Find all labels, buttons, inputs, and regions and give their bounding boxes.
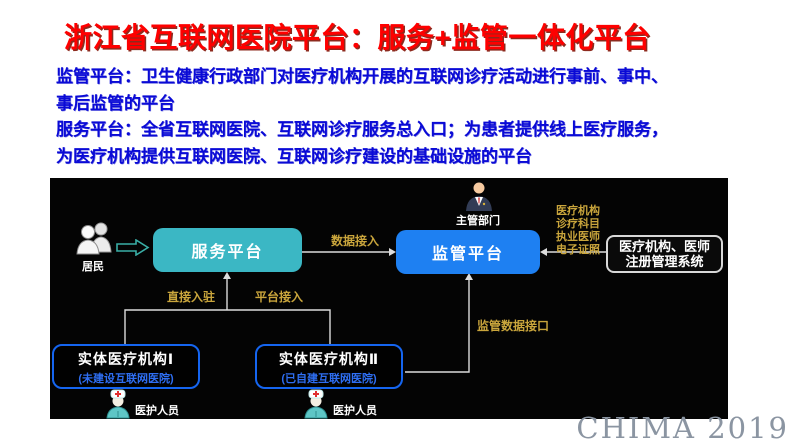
description-line: 事后监管的平台 <box>56 93 175 113</box>
service-platform-label: 服务平台 <box>191 244 264 261</box>
edge-label-registration-items: 医疗机构 诊疗科目 执业医师 电子证照 <box>556 205 600 257</box>
edge-label-supervision-data-interface: 监管数据接口 <box>477 319 550 333</box>
institution-2-node: 实体医疗机构Ⅱ (已自建互联网医院) <box>255 344 403 389</box>
description-line: 服务平台：全省互联网医院、互联网诊疗服务总入口；为患者提供线上医疗服务， <box>56 120 668 139</box>
medical-staff-1-actor <box>104 389 132 424</box>
supervision-platform-label: 监管平台 <box>431 246 504 263</box>
description-block: 监管平台：卫生健康行政部门对医疗机构开展的互联网诊疗活动进行事前、事中、 事后监… <box>56 64 756 170</box>
architecture-diagram: 居民 服务平台 监管平台 主管部门 <box>50 178 728 419</box>
supervisor-label: 主管部门 <box>456 215 500 227</box>
chima-watermark: CHIMA 2019 <box>576 411 789 445</box>
edge-label-platform-access: 平台接入 <box>255 290 304 304</box>
supervision-platform-node: 监管平台 <box>396 230 540 274</box>
registration-system-node: 医疗机构、医师 注册管理系统 <box>606 235 723 273</box>
residents-icon <box>75 222 113 262</box>
registration-system-line1: 医疗机构、医师 <box>618 239 710 254</box>
nurse-icon <box>302 389 330 423</box>
edge-label-data-access: 数据接入 <box>331 234 380 248</box>
edge-label-direct-entry: 直接入驻 <box>167 290 216 304</box>
nurse-icon <box>104 389 132 423</box>
page-title: 浙江省互联网医院平台：服务+监管一体化平台 <box>64 22 651 53</box>
service-platform-node: 服务平台 <box>153 228 302 272</box>
medical-staff-1-label: 医护人员 <box>135 405 179 417</box>
description-line: 为医疗机构提供互联网医院、互联网诊疗建设的基础设施的平台 <box>56 146 532 166</box>
institution-2-subtitle: (已自建互联网医院) <box>281 373 377 385</box>
supervisor-actor <box>462 180 496 217</box>
supervisor-icon <box>462 182 496 216</box>
institution-2-title: 实体医疗机构Ⅱ <box>278 351 380 367</box>
registration-item: 电子证照 <box>556 244 600 256</box>
registration-item: 执业医师 <box>556 231 600 243</box>
institution-1-title: 实体医疗机构Ⅰ <box>77 351 175 367</box>
medical-staff-2-label: 医护人员 <box>333 405 377 417</box>
connector-lines <box>124 248 606 373</box>
residents-label: 居民 <box>82 261 104 273</box>
medical-staff-2-actor <box>302 389 330 424</box>
institution-1-node: 实体医疗机构Ⅰ (未建设互联网医院) <box>52 344 200 389</box>
registration-system-line2: 注册管理系统 <box>625 254 704 269</box>
residents-actor <box>75 220 113 263</box>
institution-1-subtitle: (未建设互联网医院) <box>78 373 174 385</box>
registration-item: 诊疗科目 <box>556 218 600 230</box>
registration-item: 医疗机构 <box>556 205 600 217</box>
residents-arrow-icon <box>116 239 150 256</box>
description-line: 监管平台：卫生健康行政部门对医疗机构开展的互联网诊疗活动进行事前、事中、 <box>56 67 668 86</box>
